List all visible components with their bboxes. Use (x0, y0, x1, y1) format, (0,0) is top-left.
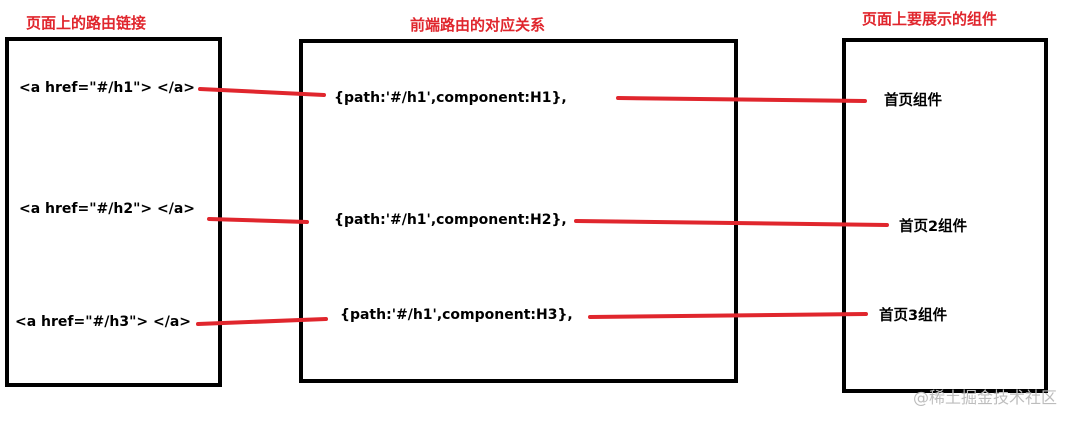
route-link-h3: <a href="#/h3"> </a> (15, 314, 192, 330)
connector-link2-route2 (207, 217, 309, 224)
route-link-h1: <a href="#/h1"> </a> (19, 80, 196, 96)
route-mapping-h3: {path:'#/h1',component:H3}, (340, 307, 573, 323)
middle-column-title: 前端路由的对应关系 (410, 16, 546, 34)
connector-link1-route1 (198, 87, 326, 97)
route-mapping-h2: {path:'#/h1',component:H2}, (334, 212, 567, 228)
route-links-box (5, 37, 222, 387)
connector-route1-comp1 (616, 96, 867, 103)
route-mapping-h1: {path:'#/h1',component:H1}, (334, 90, 567, 106)
component-home2: 首页2组件 (899, 219, 968, 235)
component-home: 首页组件 (884, 93, 942, 109)
route-mapping-box (299, 39, 738, 383)
connector-route3-comp3 (588, 312, 868, 319)
connector-route2-comp2 (574, 219, 889, 227)
components-box (842, 38, 1048, 393)
component-home3: 首页3组件 (879, 308, 948, 324)
right-column-title: 页面上要展示的组件 (862, 10, 998, 28)
left-column-title: 页面上的路由链接 (26, 14, 147, 32)
connector-link3-route3 (196, 317, 328, 326)
watermark: @稀土掘金技术社区 (912, 388, 1057, 407)
route-link-h2: <a href="#/h2"> </a> (19, 201, 196, 217)
